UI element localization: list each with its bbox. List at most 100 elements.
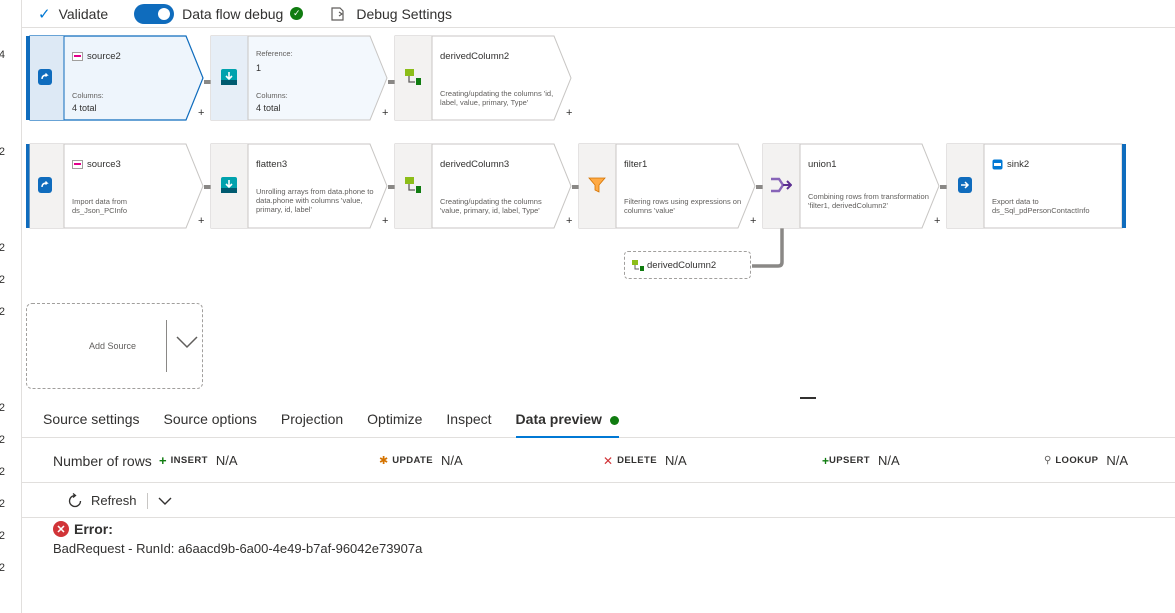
- node-description: Export data to ds_Sql_pdPersonContactInf…: [992, 197, 1090, 215]
- update-count: ✱ UPDATE N/A: [379, 453, 463, 468]
- toolbar: ✓ Validate Data flow debug ✓ Debug Setti…: [22, 0, 1175, 28]
- connector: [388, 185, 396, 189]
- node-reference-label: Reference:: [256, 49, 293, 58]
- add-transform-button[interactable]: +: [382, 107, 389, 119]
- tab-optimize[interactable]: Optimize: [367, 411, 423, 427]
- node-columns-label: Columns:: [72, 91, 104, 100]
- update-icon: ✱: [379, 455, 389, 467]
- add-transform-button[interactable]: +: [198, 107, 205, 119]
- filter-icon: [578, 143, 616, 227]
- node-ref-derived-column2[interactable]: derivedColumn2: [624, 251, 751, 279]
- preview-command-bar: Refresh: [22, 484, 1175, 518]
- upsert-icon: +: [822, 453, 830, 468]
- node-source2[interactable]: source2 Columns: 4 total +: [26, 35, 204, 121]
- chevron-down-icon[interactable]: [158, 496, 172, 506]
- sql-database-icon: [992, 159, 1003, 170]
- gutter-mark: 2: [0, 242, 5, 254]
- validate-button[interactable]: ✓ Validate: [38, 5, 108, 23]
- lookup-count: ⚲ LOOKUP N/A: [1044, 453, 1129, 468]
- gutter-mark: 4: [0, 49, 5, 61]
- debug-settings-label: Debug Settings: [356, 5, 453, 22]
- add-transform-button[interactable]: +: [566, 215, 573, 227]
- node-title: derivedColumn3: [440, 159, 510, 170]
- row-count-label-group: Number of rows: [53, 453, 152, 469]
- debug-settings-button[interactable]: Debug Settings: [329, 5, 452, 23]
- derived-column-icon: [632, 260, 644, 271]
- node-union1[interactable]: union1 Combining rows from transformatio…: [762, 143, 940, 229]
- source-icon: [26, 143, 64, 227]
- node-title: source3: [72, 159, 121, 170]
- add-transform-button[interactable]: +: [198, 215, 205, 227]
- node-filter1[interactable]: filter1 Filtering rows using expressions…: [578, 143, 756, 229]
- validate-label: Validate: [58, 5, 109, 22]
- debug-toggle[interactable]: [134, 3, 175, 24]
- sink-icon: [946, 143, 984, 227]
- add-transform-button[interactable]: +: [750, 215, 757, 227]
- reference-icon: [210, 35, 248, 119]
- divider: [166, 320, 167, 372]
- tab-projection[interactable]: Projection: [280, 411, 344, 427]
- node-description: Import data from ds_Json_PCInfo: [72, 197, 128, 215]
- error-detail: BadRequest - RunId: a6aacd9b-6a00-4e49-b…: [53, 541, 423, 556]
- debug-toggle-group: Data flow debug ✓: [134, 3, 304, 24]
- source-icon: [26, 35, 64, 119]
- divider: [146, 492, 148, 509]
- node-title: sink2: [992, 159, 1029, 170]
- connector: [204, 80, 212, 84]
- row-counts-bar: Number of rows + INSERT N/A ✱ UPDATE N/A…: [22, 439, 1175, 483]
- chevron-down-icon[interactable]: [175, 334, 199, 350]
- node-title: flatten3: [256, 159, 288, 170]
- node-derived-column3[interactable]: derivedColumn3 Creating/updating the col…: [394, 143, 572, 229]
- add-source-label: Add Source: [89, 341, 137, 351]
- node-description: Unrolling arrays from data.phone to data…: [256, 187, 374, 214]
- node-description: Creating/updating the columns 'id, label…: [440, 89, 554, 107]
- gutter-mark: 2: [0, 466, 5, 478]
- tab-source-options[interactable]: Source options: [163, 411, 257, 427]
- node-reference[interactable]: Reference: 1 Columns: 4 total +: [210, 35, 388, 121]
- node-shape: [394, 35, 572, 121]
- line-gutter: 4 2 2 2 2 2 2 2 2 2 2: [0, 0, 22, 613]
- node-flatten3[interactable]: flatten3 Unrolling arrays from data.phon…: [210, 143, 388, 229]
- node-title: union1: [808, 159, 837, 170]
- add-transform-button[interactable]: +: [934, 215, 941, 227]
- node-shape: [394, 143, 572, 229]
- delete-icon: ✕: [603, 453, 614, 468]
- json-file-icon: [72, 160, 83, 169]
- node-reference-value: 1: [256, 63, 262, 73]
- error-icon: ✕: [53, 521, 69, 537]
- gutter-mark: 2: [0, 562, 5, 574]
- node-shape: [946, 143, 1126, 229]
- gutter-mark: 2: [0, 530, 5, 542]
- debug-label: Data flow debug: [182, 5, 284, 22]
- add-transform-button[interactable]: +: [566, 107, 573, 119]
- node-title: derivedColumn2: [440, 51, 510, 62]
- panel-tabs: Source settings Source options Projectio…: [22, 397, 1175, 438]
- node-description: Creating/updating the columns 'value, pr…: [440, 197, 542, 215]
- node-columns-label: Columns:: [256, 91, 288, 100]
- node-shape: [210, 35, 388, 121]
- panel-resize-handle[interactable]: [800, 397, 816, 399]
- status-dot-icon: [609, 415, 619, 425]
- node-sink2[interactable]: sink2 Export data to ds_Sql_pdPersonCont…: [946, 143, 1128, 229]
- node-derived-column2[interactable]: derivedColumn2 Creating/updating the col…: [394, 35, 572, 121]
- derived-column-icon: [394, 143, 432, 227]
- bottom-panel: Source settings Source options Projectio…: [22, 397, 1175, 613]
- node-description: Combining rows from transformation 'filt…: [808, 192, 929, 210]
- node-title: source2: [72, 51, 121, 62]
- add-transform-button[interactable]: +: [382, 215, 389, 227]
- insert-count: + INSERT N/A: [159, 453, 238, 468]
- search-icon: ⚲: [1044, 455, 1052, 466]
- tab-source-settings[interactable]: Source settings: [43, 411, 140, 427]
- debug-settings-icon: [331, 6, 344, 21]
- gutter-mark: 2: [0, 274, 5, 286]
- tab-data-preview[interactable]: Data preview: [515, 411, 620, 438]
- connector: [940, 185, 948, 189]
- tab-inspect[interactable]: Inspect: [446, 411, 492, 427]
- refresh-button[interactable]: Refresh: [66, 492, 137, 510]
- connector: [388, 80, 396, 84]
- data-flow-canvas[interactable]: source2 Columns: 4 total + Reference: 1 …: [22, 29, 1175, 397]
- flatten-icon: [210, 143, 248, 227]
- node-source3[interactable]: source3 Import data from ds_Json_PCInfo …: [26, 143, 204, 229]
- add-source-button[interactable]: Add Source: [26, 303, 203, 389]
- gutter-mark: 2: [0, 498, 5, 510]
